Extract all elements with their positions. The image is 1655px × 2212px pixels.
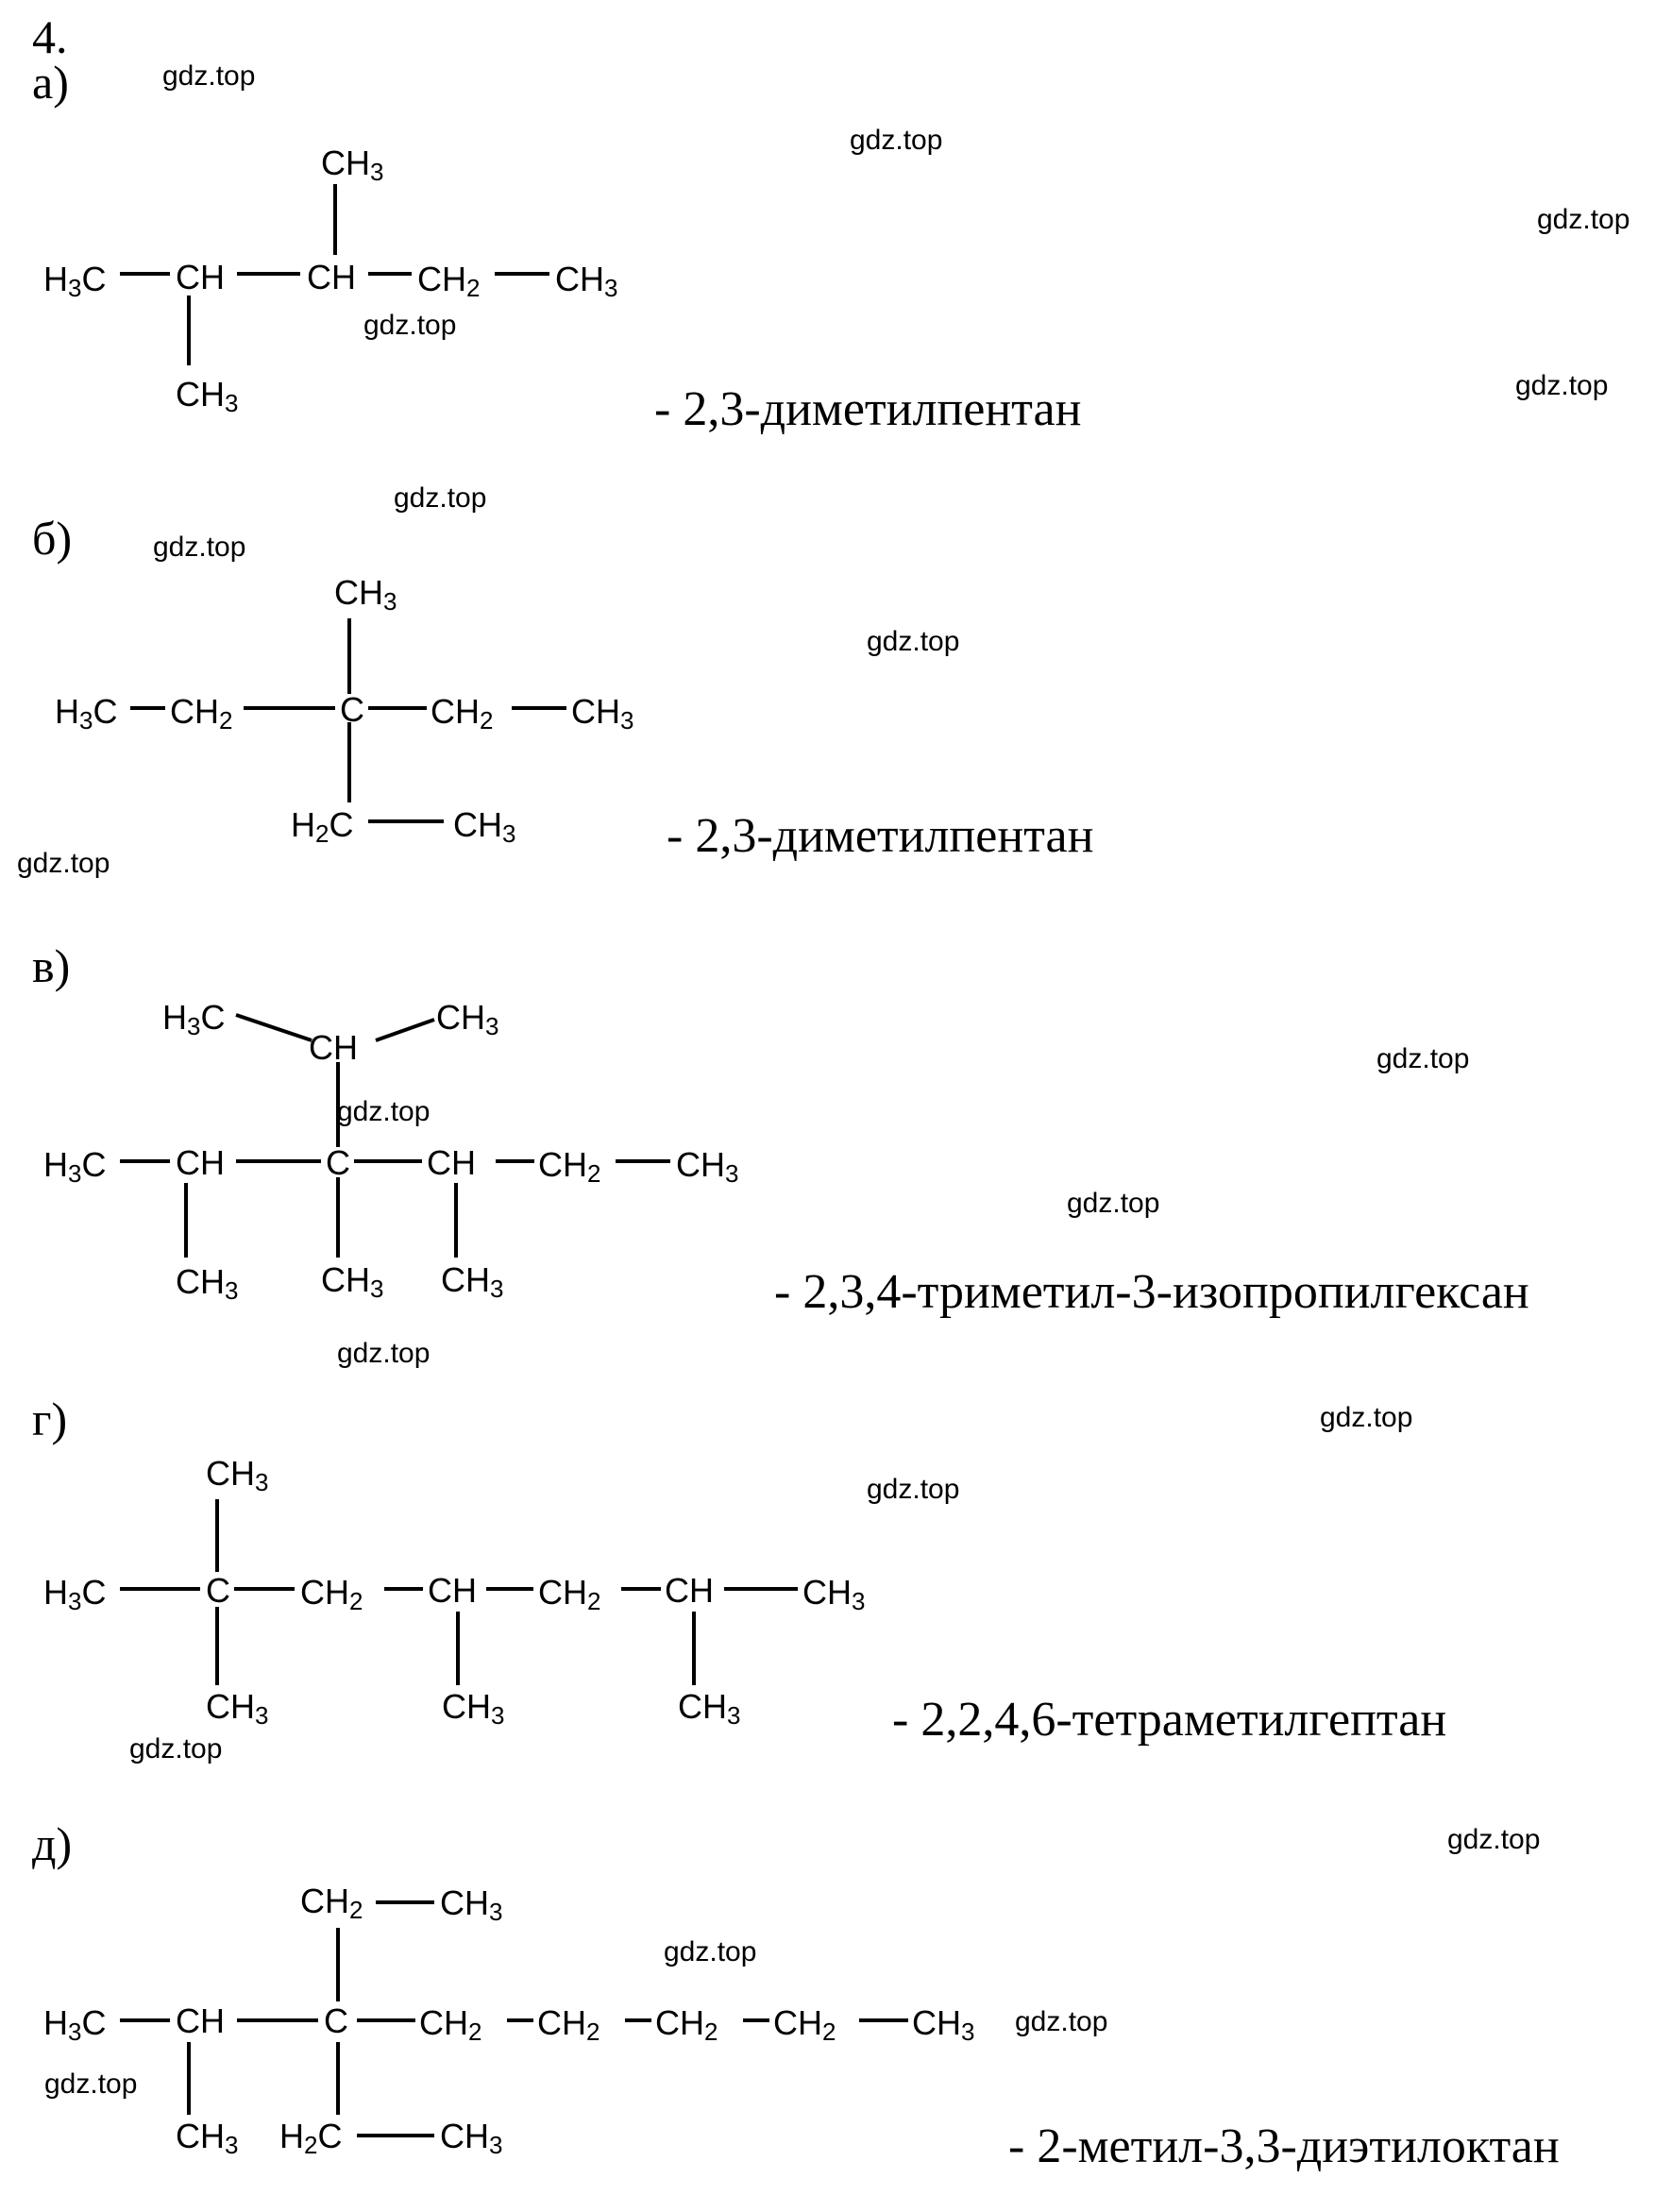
atom: CH3 (442, 1687, 505, 1730)
atom: CH3 (440, 1883, 503, 1926)
atom: C (206, 1571, 230, 1610)
atom: CH (309, 1028, 358, 1067)
watermark: gdz.top (1447, 1824, 1541, 1855)
atom: CH2 (417, 260, 481, 302)
watermark: gdz.top (664, 1936, 757, 1967)
watermark: gdz.top (1320, 1402, 1413, 1433)
watermark: gdz.top (44, 2068, 138, 2100)
atom: CH2 (538, 1145, 601, 1188)
atom: H3C (43, 260, 107, 302)
part-g-label: г) (32, 1393, 68, 1445)
watermark: gdz.top (1015, 2006, 1108, 2037)
atom: CH3 (334, 573, 397, 616)
atom: CH2 (538, 1573, 601, 1615)
atom: CH2 (655, 2003, 718, 2046)
part-a-name: - 2,3-диметилпентан (654, 382, 1082, 436)
atom: CH3 (206, 1687, 269, 1730)
atom: C (340, 690, 364, 729)
atom: CH (307, 258, 356, 296)
atom: CH2 (300, 1573, 363, 1615)
watermark: gdz.top (1376, 1043, 1470, 1074)
atom: H3C (43, 1573, 107, 1615)
watermark: gdz.top (867, 1474, 960, 1505)
part-d-name: - 2-метил-3,3-диэтилоктан (1008, 2119, 1560, 2173)
atom: H2C (291, 805, 354, 848)
atom: H3C (162, 998, 226, 1040)
atom: CH (428, 1571, 477, 1610)
part-v-name: - 2,3,4-триметил-3-изопропилгексан (774, 1265, 1529, 1319)
atom: CH (427, 1143, 476, 1182)
watermark: gdz.top (153, 532, 246, 563)
atom: H3C (43, 2003, 107, 2046)
watermark: gdz.top (1537, 204, 1630, 235)
atom: C (324, 2001, 348, 2040)
part-b-label: б) (32, 512, 73, 565)
atom: CH3 (321, 1260, 384, 1303)
watermark: gdz.top (363, 310, 457, 341)
atom: CH (176, 258, 225, 296)
atom: H2C (279, 2117, 343, 2159)
atom: CH3 (802, 1573, 866, 1615)
atom: CH3 (441, 1260, 504, 1303)
atom: H3C (55, 692, 118, 735)
part-d-label: д) (32, 1817, 73, 1870)
atom: CH2 (419, 2003, 482, 2046)
atom: CH3 (206, 1454, 269, 1496)
atom: CH (665, 1571, 714, 1610)
atom: CH3 (555, 260, 618, 302)
atom: H3C (43, 1145, 107, 1188)
atom: CH (176, 2001, 225, 2040)
atom: C (326, 1143, 350, 1182)
atom: CH3 (176, 375, 239, 417)
atom: CH2 (537, 2003, 600, 2046)
watermark: gdz.top (1067, 1188, 1160, 1219)
atom: CH (176, 1143, 225, 1182)
part-a-label: а) (32, 56, 69, 109)
atom: CH3 (912, 2003, 975, 2046)
atom: CH3 (321, 144, 384, 186)
watermark: gdz.top (867, 626, 960, 657)
watermark: gdz.top (337, 1338, 431, 1369)
watermark: gdz.top (17, 848, 110, 879)
atom: CH3 (453, 805, 516, 848)
atom: CH3 (440, 2117, 503, 2159)
part-v-label: в) (32, 939, 71, 992)
problem-number: 4. (32, 10, 68, 63)
watermark: gdz.top (1515, 370, 1609, 401)
atom: CH2 (431, 692, 494, 735)
atom: CH3 (436, 998, 499, 1040)
atom: CH3 (571, 692, 634, 735)
part-b-name: - 2,3-диметилпентан (667, 809, 1094, 863)
atom: CH3 (678, 1687, 741, 1730)
atom: CH2 (300, 1882, 363, 1924)
atom: CH3 (176, 1262, 239, 1305)
atom: CH3 (676, 1145, 739, 1188)
watermark: gdz.top (337, 1096, 431, 1127)
watermark: gdz.top (850, 125, 943, 156)
watermark: gdz.top (129, 1733, 223, 1765)
part-g-name: - 2,2,4,6-тетраметилгептан (892, 1693, 1447, 1747)
atom: CH2 (773, 2003, 836, 2046)
atom: CH2 (170, 692, 233, 735)
watermark: gdz.top (394, 482, 487, 514)
watermark: gdz.top (162, 60, 256, 92)
atom: CH3 (176, 2117, 239, 2159)
